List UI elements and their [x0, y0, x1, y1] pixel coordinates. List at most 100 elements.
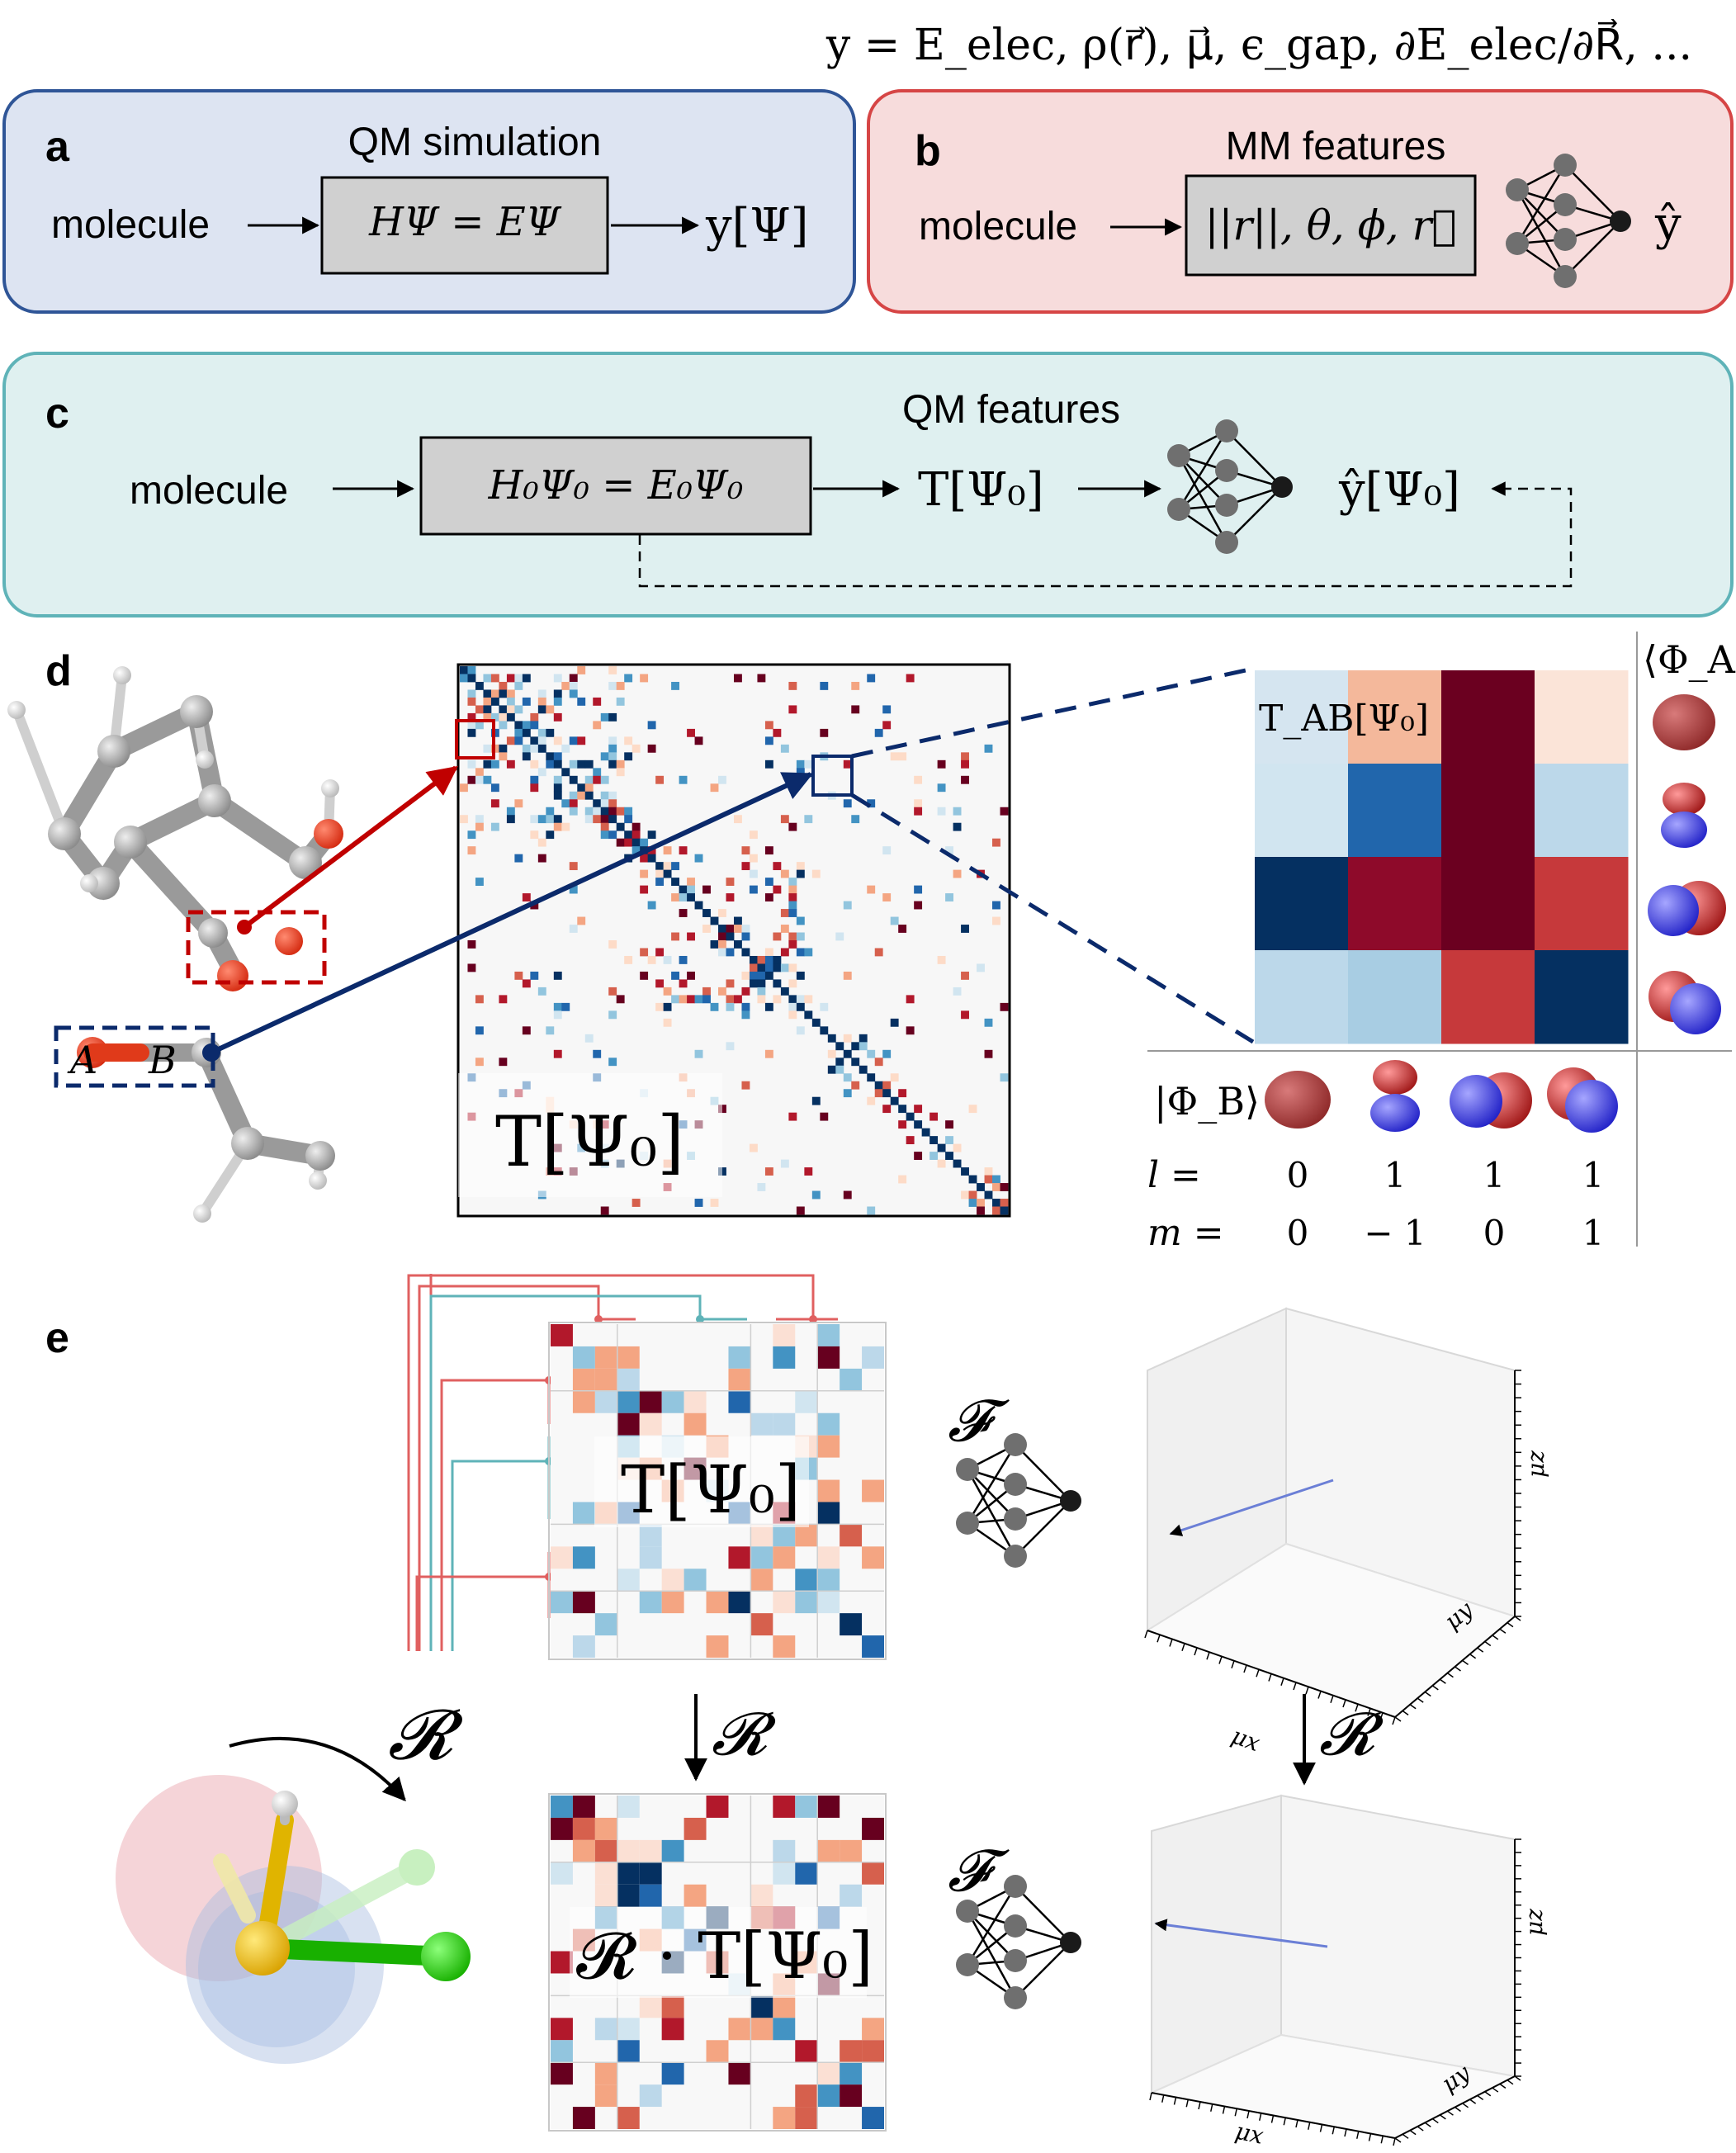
panel-e-rotation-label-vector: 𝓡	[1319, 1699, 1384, 1768]
matrix-cell	[546, 830, 555, 840]
matrix-cell	[804, 948, 813, 957]
matrix-cell	[631, 846, 641, 855]
matrix-cell	[788, 901, 797, 910]
matrix-cell	[992, 916, 1000, 925]
matrix-cell	[817, 1502, 840, 1525]
matrix-cell	[572, 1591, 595, 1614]
matrix-cell	[710, 783, 719, 793]
matrix-cell	[608, 791, 617, 800]
matrix-cell	[840, 1613, 863, 1636]
matrix-cell	[741, 846, 750, 855]
panel-c-input-label: molecule	[130, 469, 288, 513]
matrix-cell	[553, 791, 562, 800]
matrix-cell	[961, 1167, 969, 1176]
matrix-cell	[851, 1081, 860, 1090]
matrix-cell	[475, 815, 484, 824]
matrix-cell	[961, 775, 969, 784]
matrix-cell	[764, 963, 773, 972]
matrix-cell	[795, 2107, 818, 2129]
matrix-cell	[726, 948, 735, 957]
matrix-cell	[741, 1010, 750, 1020]
nn-hidden-node	[1215, 494, 1238, 517]
matrix-cell	[639, 1546, 662, 1569]
matrix-cell	[898, 1105, 907, 1114]
m-value-3: 0	[1483, 1213, 1506, 1253]
matrix-cell	[569, 689, 578, 698]
matrix-cell	[684, 1569, 707, 1592]
matrix-cell	[546, 752, 555, 761]
matrix-cell	[764, 971, 773, 980]
matrix-cell	[616, 681, 625, 690]
matrix-cell	[984, 1175, 993, 1184]
matrix-cell	[843, 971, 852, 980]
matrix-cell	[514, 721, 523, 730]
matrix-cell	[741, 1081, 750, 1090]
matrix-cell	[882, 721, 892, 730]
matrix-cell	[694, 736, 703, 745]
l-value-2: 1	[1384, 1155, 1407, 1195]
matrix-cell	[551, 2040, 573, 2063]
matrix-cell	[631, 830, 641, 840]
matrix-cell	[750, 1546, 773, 1569]
matrix-cell	[572, 1635, 595, 1658]
matrix-cell	[726, 893, 735, 901]
matrix-cell	[551, 1817, 573, 1840]
matrix-cell	[977, 1206, 985, 1215]
matrix-cell	[593, 775, 602, 784]
matrix-cell	[726, 1042, 735, 1051]
matrix-cell	[572, 1390, 595, 1413]
matrix-cell	[537, 854, 546, 863]
matrix-cell	[796, 1206, 805, 1215]
matrix-cell	[780, 815, 789, 824]
panel-c-output: ŷ[Ψ₀]	[1338, 463, 1460, 517]
matrix-cell	[741, 987, 750, 996]
panel-e-axis-x-label-top: μx	[1228, 1722, 1264, 1758]
matrix-cell	[817, 1346, 840, 1369]
matrix-cell	[961, 1010, 969, 1020]
matrix-cell	[929, 1136, 939, 1145]
matrix-cell	[593, 807, 602, 816]
matrix-cell	[796, 932, 805, 941]
p-plus-one-orbital-icon	[1547, 1067, 1618, 1133]
matrix-cell	[890, 916, 899, 925]
matrix-cell	[679, 979, 688, 988]
matrix-cell	[569, 681, 578, 690]
matrix-cell	[467, 674, 476, 683]
panel-b-features: ||r||, θ, ϕ, r⃗	[1205, 201, 1457, 249]
matrix-cell	[514, 681, 523, 690]
nn-hidden-node	[1215, 419, 1238, 442]
m-value-2: − 1	[1364, 1213, 1426, 1253]
matrix-cell	[569, 885, 578, 894]
matrix-cell	[741, 925, 750, 933]
matrix-cell	[726, 979, 735, 988]
matrix-cell	[1000, 1183, 1009, 1191]
panel-e-dipole-plot-top: μx μy μz	[1144, 1307, 1549, 1758]
matrix-cell	[827, 1065, 836, 1074]
matrix-cell	[617, 1368, 640, 1391]
matrix-cell	[906, 1136, 915, 1145]
matrix-cell	[577, 759, 586, 769]
matrix-cell	[546, 807, 555, 816]
matrix-cell	[773, 995, 782, 1004]
matrix-cell	[968, 1175, 977, 1184]
matrix-cell	[663, 955, 672, 964]
matrix-cell	[843, 1190, 852, 1200]
nn-output-node	[1271, 476, 1293, 498]
matrix-cell	[617, 1839, 640, 1862]
matrix-cell	[795, 2040, 818, 2063]
matrix-cell	[795, 1591, 818, 1614]
matrix-cell	[663, 869, 672, 878]
panel-b-title: MM features	[1226, 125, 1446, 168]
matrix-cell	[914, 885, 923, 894]
block-cell	[1441, 670, 1535, 764]
matrix-cell	[600, 752, 609, 761]
matrix-cell	[594, 1390, 617, 1413]
matrix-cell	[640, 948, 649, 957]
matrix-cell	[572, 1817, 595, 1840]
matrix-cell	[506, 697, 515, 706]
matrix-cell	[788, 1112, 797, 1121]
matrix-cell	[647, 901, 656, 910]
matrix-cell	[906, 674, 915, 683]
matrix-cell	[661, 1569, 684, 1592]
matrix-cell	[553, 815, 562, 824]
